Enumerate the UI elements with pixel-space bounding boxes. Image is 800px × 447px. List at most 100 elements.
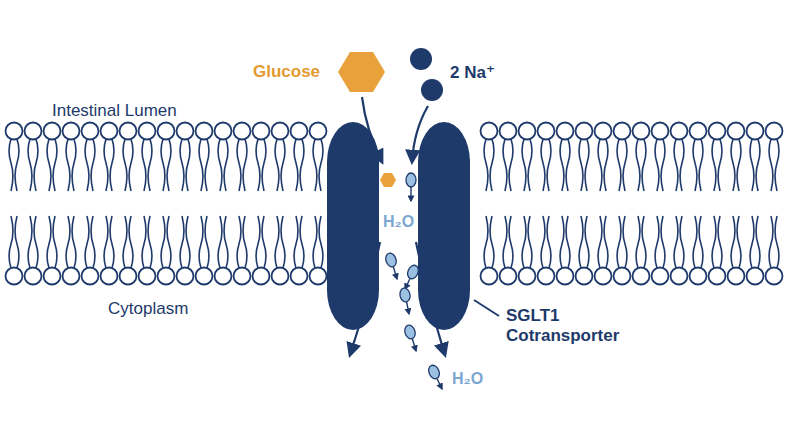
- lipid-head: [766, 123, 783, 140]
- water-droplet: [384, 252, 398, 268]
- lipid-head: [272, 268, 289, 285]
- lipid-head: [6, 268, 23, 285]
- lipid-tail: [541, 216, 545, 268]
- lipid-tail: [53, 139, 57, 191]
- droplet-arrow: [407, 302, 409, 314]
- water-droplet: [427, 364, 442, 381]
- lipid-head: [652, 123, 669, 140]
- lipid-tail: [129, 139, 133, 191]
- lipid-head: [671, 123, 688, 140]
- lipid-tail: [148, 139, 152, 191]
- lipid-tail: [110, 216, 114, 268]
- lipid-tail: [34, 216, 38, 268]
- lipid-tail: [256, 216, 260, 268]
- lipid-tail: [237, 216, 241, 268]
- lipid-tail: [756, 139, 760, 191]
- lipid-head: [101, 123, 118, 140]
- lipid-head: [709, 268, 726, 285]
- lipid-tail: [256, 139, 260, 191]
- water-droplets: [384, 173, 442, 389]
- lipid-tail: [750, 216, 754, 268]
- lipid-head: [63, 268, 80, 285]
- lipid-tail: [28, 216, 32, 268]
- lipid-head: [253, 268, 270, 285]
- lipid-tail: [262, 139, 266, 191]
- lipid-tail: [769, 139, 773, 191]
- lipid-head: [158, 268, 175, 285]
- lipid-tail: [718, 139, 722, 191]
- droplet-arrow: [410, 187, 411, 201]
- lipid-head: [120, 268, 137, 285]
- glucose-hexagon: [338, 52, 385, 92]
- lipid-tail: [294, 139, 298, 191]
- lipid-tail: [547, 216, 551, 268]
- lipid-head: [671, 268, 688, 285]
- lipid-tail: [598, 216, 602, 268]
- lipid-head: [519, 268, 536, 285]
- lipid-tail: [623, 216, 627, 268]
- lipid-tail: [560, 216, 564, 268]
- lipid-tail: [218, 139, 222, 191]
- lipid-head: [44, 268, 61, 285]
- lipid-head: [25, 268, 42, 285]
- droplet-arrow: [437, 379, 442, 389]
- lipid-tail: [110, 139, 114, 191]
- lipid-tail: [522, 216, 526, 268]
- droplet-arrow: [393, 267, 397, 279]
- lipid-tail: [541, 139, 545, 191]
- lipid-head: [253, 123, 270, 140]
- lipid-tail: [91, 139, 95, 191]
- lipid-head: [728, 123, 745, 140]
- droplet-arrow: [405, 279, 410, 289]
- lipid-tail: [737, 139, 741, 191]
- lipid-head: [310, 268, 327, 285]
- region-label: Cytoplasm: [108, 299, 188, 319]
- lipid-tail: [123, 216, 127, 268]
- lipid-tail: [205, 139, 209, 191]
- lipid-tail: [775, 216, 779, 268]
- lipid-tail: [218, 216, 222, 268]
- lipid-head: [215, 123, 232, 140]
- lipid-head: [215, 268, 232, 285]
- lipid-head: [481, 123, 498, 140]
- lipid-head: [633, 268, 650, 285]
- lipid-head: [614, 123, 631, 140]
- lipid-head: [538, 268, 555, 285]
- lipid-head: [595, 268, 612, 285]
- lipid-tail: [775, 139, 779, 191]
- lipid-head: [576, 123, 593, 140]
- lipid-tail: [680, 216, 684, 268]
- lipid-tail: [15, 139, 19, 191]
- lipid-tail: [604, 139, 608, 191]
- lipid-tail: [300, 139, 304, 191]
- lipid-tail: [490, 139, 494, 191]
- glucose-small: [380, 173, 396, 187]
- transporter-label: SGLT1 Cotransporter: [506, 306, 631, 347]
- lipid-head: [576, 268, 593, 285]
- lipid-tail: [53, 216, 57, 268]
- lipid-tail: [275, 216, 279, 268]
- lipid-tail: [750, 139, 754, 191]
- lipid-head: [709, 123, 726, 140]
- water-label: H₂O: [383, 212, 414, 231]
- lipid-tail: [243, 139, 247, 191]
- lipid-head: [766, 268, 783, 285]
- lipid-tail: [313, 139, 317, 191]
- lipid-tail: [604, 216, 608, 268]
- lipid-tail: [15, 216, 19, 268]
- lipid-head: [158, 123, 175, 140]
- lipid-tail: [636, 216, 640, 268]
- lipid-tail: [281, 139, 285, 191]
- lipid-tail: [9, 216, 13, 268]
- lipid-tail: [699, 139, 703, 191]
- lipid-tail: [547, 139, 551, 191]
- lipid-tail: [180, 216, 184, 268]
- lipid-tail: [655, 139, 659, 191]
- lipid-tail: [509, 139, 513, 191]
- lipid-head: [101, 268, 118, 285]
- lipid-head: [272, 123, 289, 140]
- lipid-tail: [72, 216, 76, 268]
- lipid-tail: [484, 139, 488, 191]
- lipid-tail: [85, 139, 89, 191]
